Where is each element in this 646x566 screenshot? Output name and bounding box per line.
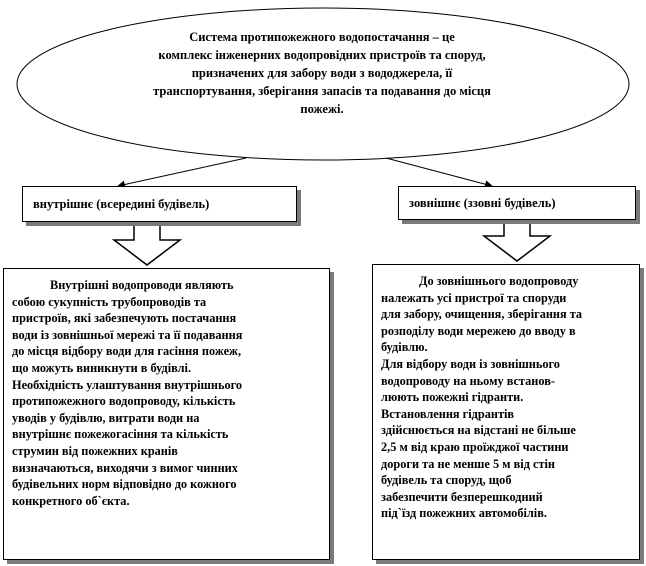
external-category-box: зовнішнє (ззовні будівель)	[398, 186, 636, 220]
description-line: До зовнішнього водопроводу	[419, 274, 579, 288]
description-line: будівлю.	[381, 340, 428, 355]
definition-line: комплекс інженерних водопровідних пристр…	[158, 48, 486, 62]
connector-left-line	[117, 157, 247, 189]
description-line: визначаються, виходячи з вимог чинних	[12, 460, 238, 475]
description-line: пристроїв, які забезпечують постачання	[12, 311, 237, 326]
description-line: забезпечити безперешкодний	[381, 489, 543, 504]
description-line: будівельних норм відповідно до кожного	[12, 477, 237, 492]
description-line: конкретного об`єкта.	[12, 493, 130, 508]
description-line: 2,5 м від краю проїжджої частини	[381, 439, 569, 454]
description-line: дороги та не менше 5 м від стін	[381, 456, 555, 471]
description-line: розподілу води мережею до вводу в	[381, 323, 576, 338]
external-category-label: зовнішнє (ззовні будівель)	[409, 196, 556, 210]
description-line: будівель та споруд, щоб	[381, 473, 512, 488]
internal-description-text: Внутрішні водопроводи являють собою суку…	[4, 269, 329, 509]
description-line: протипожежного водопроводу, кількість	[12, 394, 236, 409]
description-line: що можуть виникнути в будівлі.	[12, 360, 192, 375]
definition-line: призначених для забору води з вододжерел…	[191, 66, 453, 80]
description-line: собою сукупність трубопроводів та	[12, 294, 207, 309]
description-line: Необхідність улаштування внутрішнього	[12, 377, 243, 392]
description-line: люють пожежні гідранти.	[381, 390, 524, 405]
external-description-box: До зовнішнього водопроводу належать усі …	[372, 264, 640, 560]
description-line: Внутрішні водопроводи являють	[50, 278, 234, 292]
definition-text: Система протипожежного водопостачання – …	[118, 28, 526, 118]
description-line: водопроводу на ньому встанов-	[381, 373, 555, 388]
definition-line: транспортування, зберігання запасів та п…	[153, 84, 491, 98]
external-description-text: До зовнішнього водопроводу належать усі …	[373, 265, 639, 522]
description-line: під`їзд пожежних автомобілів.	[381, 506, 547, 521]
description-line: належать усі пристрої та споруди	[381, 290, 567, 305]
description-line: уводів у будівлю, витрати води на	[12, 410, 200, 425]
description-line: струмин від пожежних кранів	[12, 443, 178, 458]
down-arrow-left	[111, 221, 183, 266]
internal-description-box: Внутрішні водопроводи являють собою суку…	[3, 268, 330, 560]
definition-line: пожежі.	[300, 102, 344, 116]
description-line: до місця відбору води для гасіння пожеж,	[12, 344, 242, 359]
description-line: здійснюється на відстані не більше	[381, 423, 576, 438]
internal-category-label: внутрішнє (всередині будівель)	[33, 197, 210, 211]
definition-ellipse	[16, 7, 630, 161]
down-arrow-right	[481, 217, 553, 262]
description-line: Встановлення гідрантів	[381, 406, 515, 421]
description-line: внутрішнє пожежогасіння та кількість	[12, 427, 229, 442]
internal-category-box: внутрішнє (всередині будівель)	[22, 186, 297, 222]
description-line: води із зовнішньої мережі та її подаванн…	[12, 327, 243, 342]
description-line: для забору, очищення, зберігання та	[381, 307, 583, 322]
connector-right-line	[385, 157, 493, 189]
description-line: Для відбору води із зовнішнього	[381, 356, 560, 371]
definition-line: Система протипожежного водопостачання – …	[189, 30, 455, 44]
